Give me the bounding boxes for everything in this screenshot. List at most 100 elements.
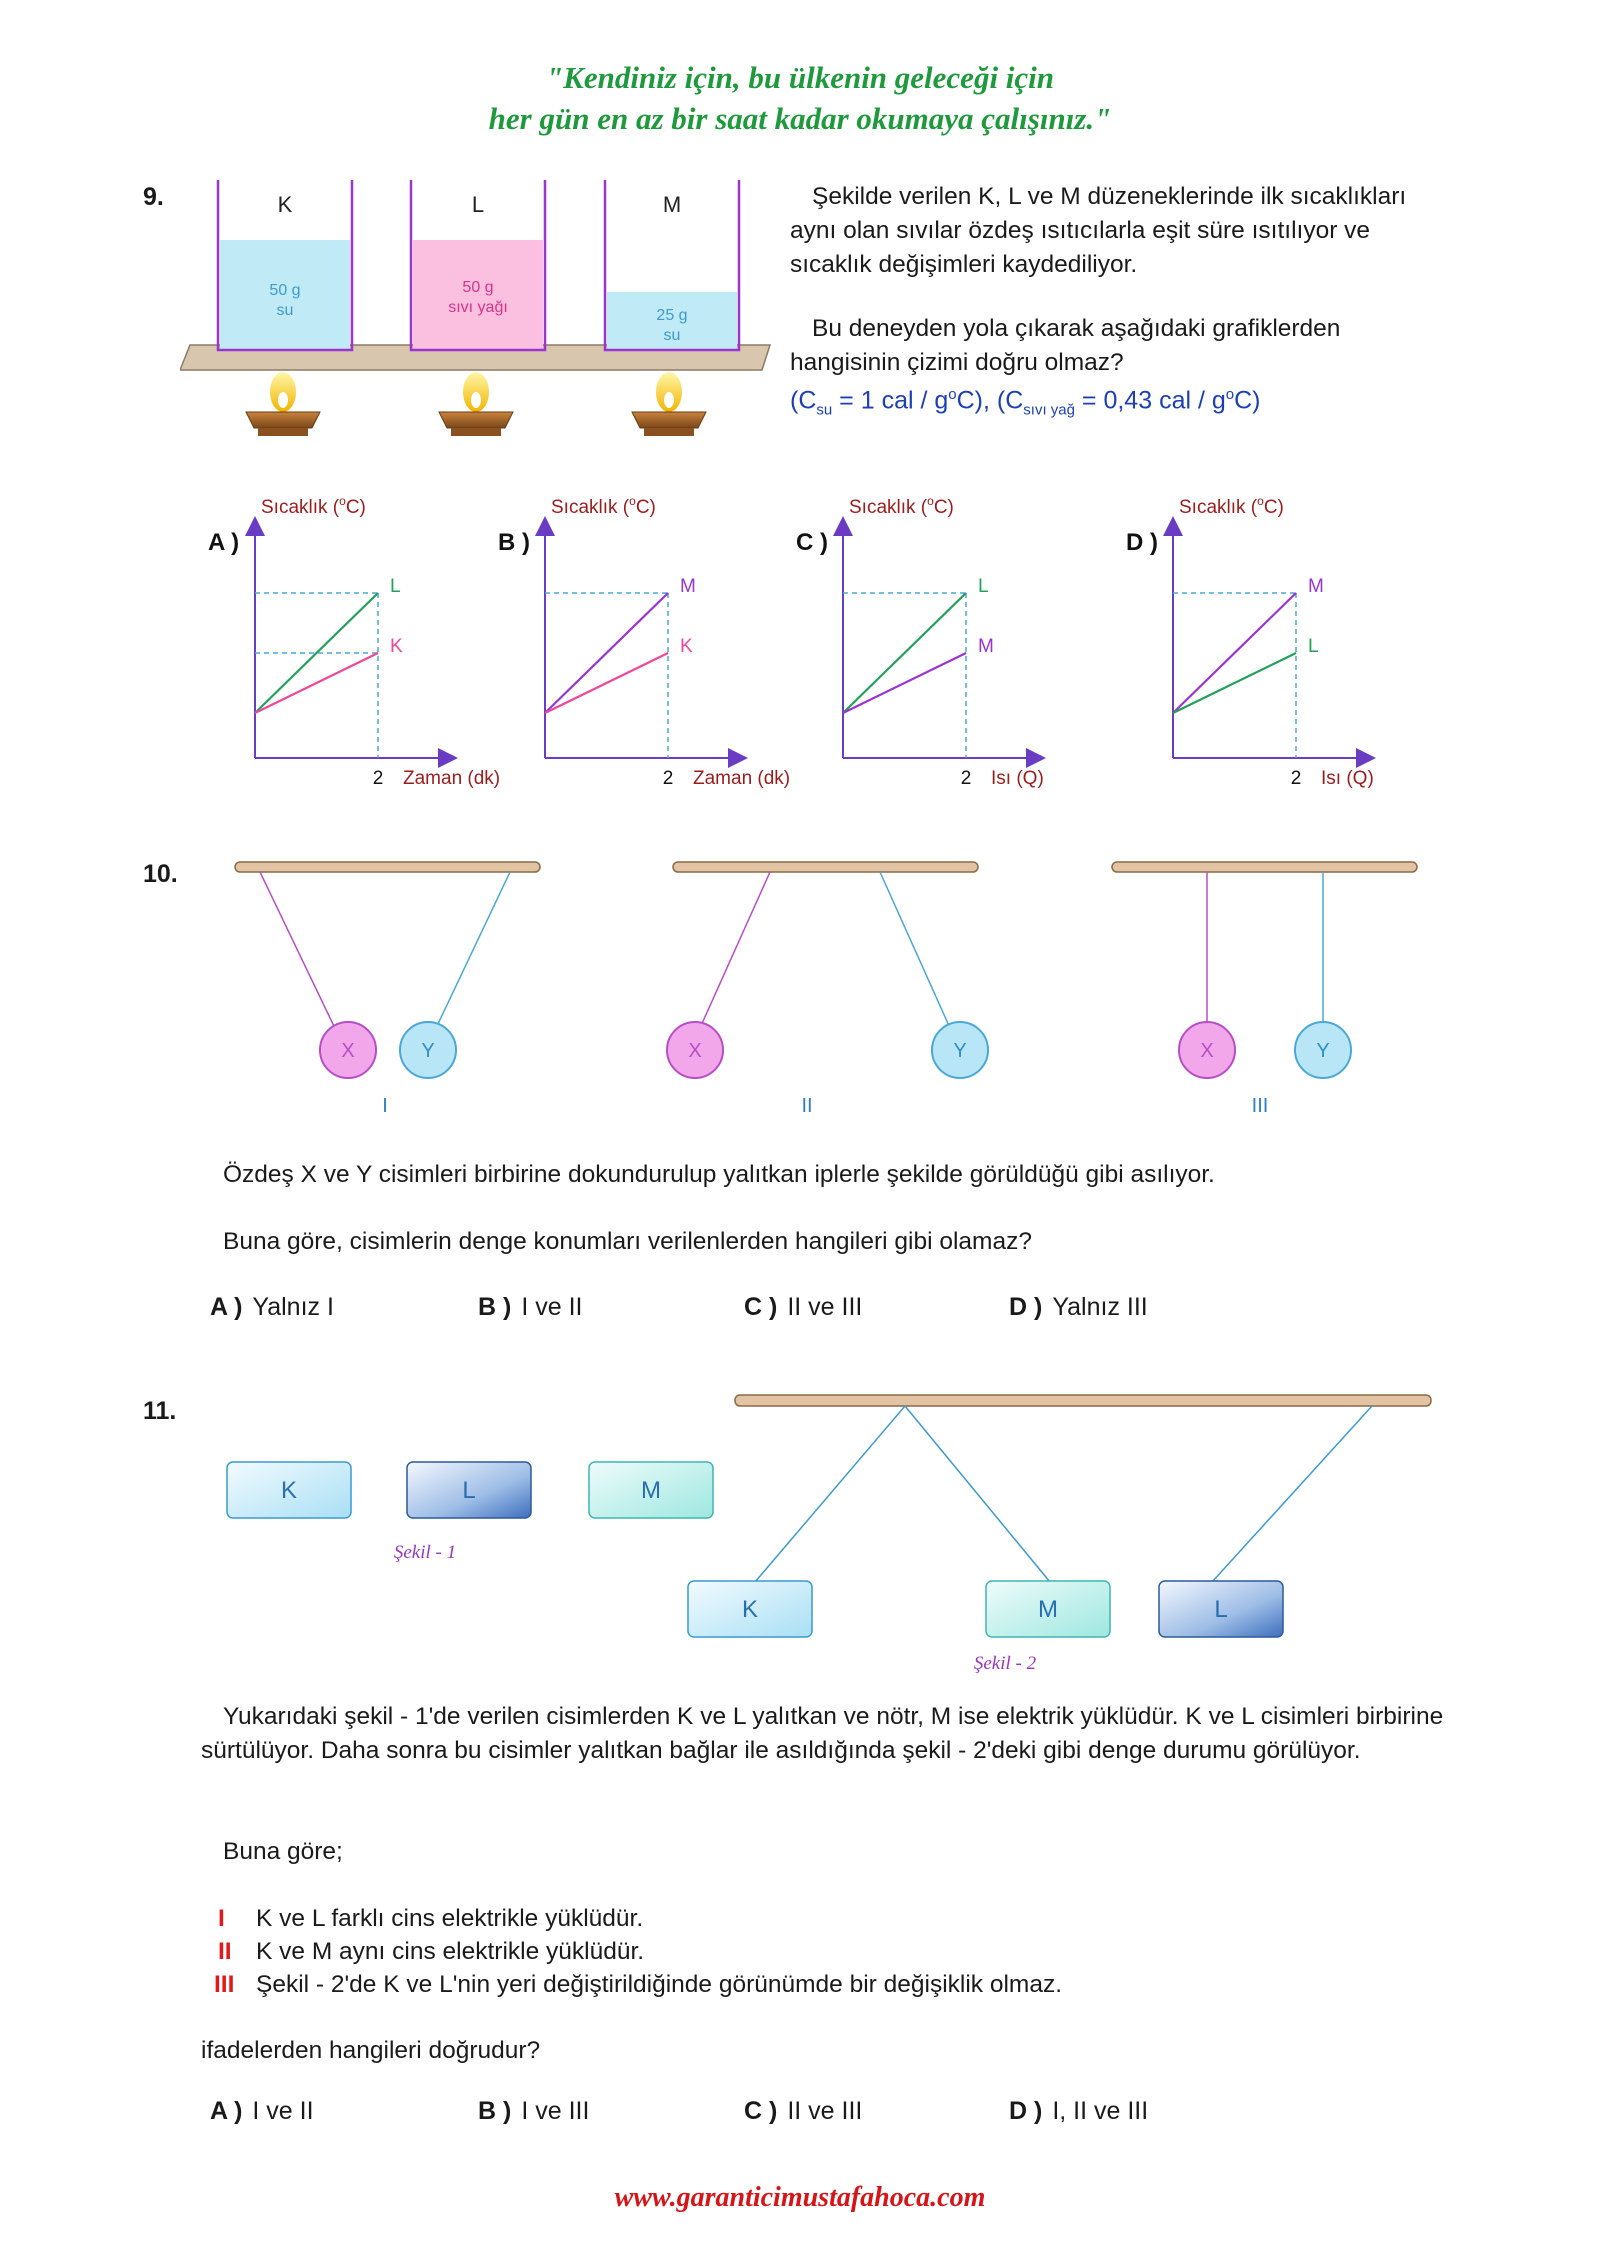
q10-option-c[interactable]: C )II ve III (744, 1293, 863, 1321)
series-label-lower: K (390, 636, 403, 657)
series-L (254, 592, 379, 714)
graph-y-axis-label: Sıcaklık (oC) (261, 494, 366, 518)
q11-option-a[interactable]: A )I ve II (210, 2097, 314, 2125)
graph-a: A ) Sıcaklık (oC) L K 2 Zaman (dk) (208, 494, 500, 789)
ball-y-2: Y (953, 1040, 966, 1062)
ball-x-3: X (1200, 1040, 1213, 1062)
q10-text1: Özdeş X ve Y cisimleri birbirine dokundu… (223, 1161, 1215, 1188)
q11-text1: Yukarıdaki şekil - 1'de verilen cisimler… (201, 1703, 1444, 1764)
graph-x-tick: 2 (373, 768, 384, 789)
graph-option-label: C ) (796, 529, 828, 556)
pendulum-figure-iii: X Y III (1111, 861, 1418, 1117)
q9-beaker-setup: K 50 g su L 50 g sıvı yağı M 25 g su (180, 180, 772, 436)
series-K (254, 652, 379, 714)
beaker-k-substance: su (277, 302, 294, 319)
beaker-k: K 50 g su (216, 180, 354, 352)
beaker-m: M 25 g su (603, 180, 741, 352)
figure-label-ii: II (801, 1095, 812, 1117)
block-l-1: L (462, 1477, 475, 1504)
graph-x-axis-label: Isı (Q) (1321, 768, 1374, 789)
block-m-2: M (1038, 1596, 1058, 1623)
sekil-2: K M L Şekil - 2 (687, 1394, 1432, 1674)
beaker-m-amount: 25 g (656, 307, 687, 324)
graph-x-tick: 2 (1291, 768, 1302, 789)
graph-b: B ) Sıcaklık (oC) M K 2 Zaman (dk) (498, 494, 790, 789)
graph-x-axis-label: Zaman (dk) (403, 768, 500, 789)
q9-heat-capacity-formula: (Csu = 1 cal / goC), (Csıvı yağ = 0,43 c… (790, 386, 1261, 419)
caption-sekil-2: Şekil - 2 (974, 1653, 1037, 1674)
question-10-number: 10. (143, 860, 178, 888)
series-label-lower: K (680, 636, 693, 657)
q10-option-b[interactable]: B )I ve II (478, 1293, 583, 1321)
series-label-upper: L (978, 576, 989, 597)
ball-x-2: X (688, 1040, 701, 1062)
question-11-number: 11. (143, 1397, 177, 1425)
q11-option-b[interactable]: B )I ve III (478, 2097, 590, 2125)
series-label-lower: M (978, 636, 994, 657)
q10-option-a[interactable]: A )Yalnız I (210, 1293, 334, 1321)
block-k-2: K (742, 1596, 758, 1623)
graph-d: D ) Sıcaklık (oC) M L 2 Isı (Q) (1126, 494, 1376, 789)
q9-text2: Bu deneyden yola çıkarak aşağıdaki grafi… (790, 315, 1341, 376)
beaker-l-amount: 50 g (462, 279, 493, 296)
series-label-upper: M (1308, 576, 1324, 597)
question-9-number: 9. (143, 183, 164, 211)
burner-1 (245, 372, 321, 436)
header-quote-line1: "Kendiniz için, bu ülkenin geleceği için (545, 60, 1055, 95)
beaker-k-label: K (278, 192, 293, 217)
series-label-upper: M (680, 576, 696, 597)
ball-y-1: Y (421, 1040, 434, 1062)
graph-y-axis-label: Sıcaklık (oC) (551, 494, 656, 518)
footer-website: www.garanticimustafahoca.com (614, 2182, 986, 2213)
q9-text1: Şekilde verilen K, L ve M düzeneklerinde… (790, 183, 1407, 278)
beaker-l: L 50 g sıvı yağı (409, 180, 547, 352)
series-label-upper: L (390, 576, 401, 597)
series-M (842, 652, 967, 714)
graph-option-label: D ) (1126, 529, 1158, 556)
beaker-k-amount: 50 g (269, 282, 300, 299)
series-M (1172, 592, 1297, 714)
graph-x-tick: 2 (961, 768, 972, 789)
q10-pendulum-figures: X Y I X Y II X Y III (234, 861, 1418, 1117)
graph-x-tick: 2 (663, 768, 674, 789)
burner-3 (631, 372, 707, 436)
q11-figures: K L M Şekil - 1 K M L Şekil - 2 (226, 1394, 1432, 1674)
block-l-2: L (1214, 1596, 1227, 1623)
graph-option-label: A ) (208, 529, 239, 556)
block-m-1: M (641, 1477, 661, 1504)
beaker-m-substance: su (664, 327, 681, 344)
q10-option-d[interactable]: D )Yalnız III (1009, 1293, 1148, 1321)
beaker-m-label: M (663, 192, 681, 217)
pendulum-figure-ii: X Y II (666, 861, 989, 1117)
header-quote-line2: her gün en az bir saat kadar okumaya çal… (488, 101, 1112, 136)
ball-x-1: X (341, 1040, 354, 1062)
graph-x-axis-label: Zaman (dk) (693, 768, 790, 789)
graph-y-axis-label: Sıcaklık (oC) (1179, 494, 1284, 518)
graph-x-axis-label: Isı (Q) (991, 768, 1044, 789)
beaker-l-label: L (472, 192, 484, 217)
series-label-lower: L (1308, 636, 1319, 657)
series-M (544, 592, 669, 714)
series-K (544, 652, 669, 714)
q11-option-d[interactable]: D )I, II ve III (1009, 2097, 1149, 2125)
burner-2 (438, 372, 514, 436)
q11-option-c[interactable]: C )II ve III (744, 2097, 863, 2125)
series-L (842, 592, 967, 714)
block-k-1: K (281, 1477, 297, 1504)
q11-text3: ifadelerden hangileri doğrudur? (201, 2037, 541, 2064)
series-L (1172, 652, 1297, 714)
q10-text2: Buna göre, cisimlerin denge konumları ve… (223, 1228, 1032, 1255)
pendulum-figure-i: X Y I (234, 861, 541, 1117)
ball-y-3: Y (1316, 1040, 1329, 1062)
q9-answer-graphs: A ) Sıcaklık (oC) L K 2 Zaman (dk) B ) Sıcaklık… (208, 494, 1376, 789)
sekil-1: K L M Şekil - 1 (226, 1461, 714, 1563)
graph-option-label: B ) (498, 529, 530, 556)
q11-text2: Buna göre; (223, 1838, 343, 1865)
caption-sekil-1: Şekil - 1 (394, 1542, 456, 1563)
figure-label-i: I (382, 1095, 388, 1117)
beaker-l-substance: sıvı yağı (448, 299, 508, 316)
